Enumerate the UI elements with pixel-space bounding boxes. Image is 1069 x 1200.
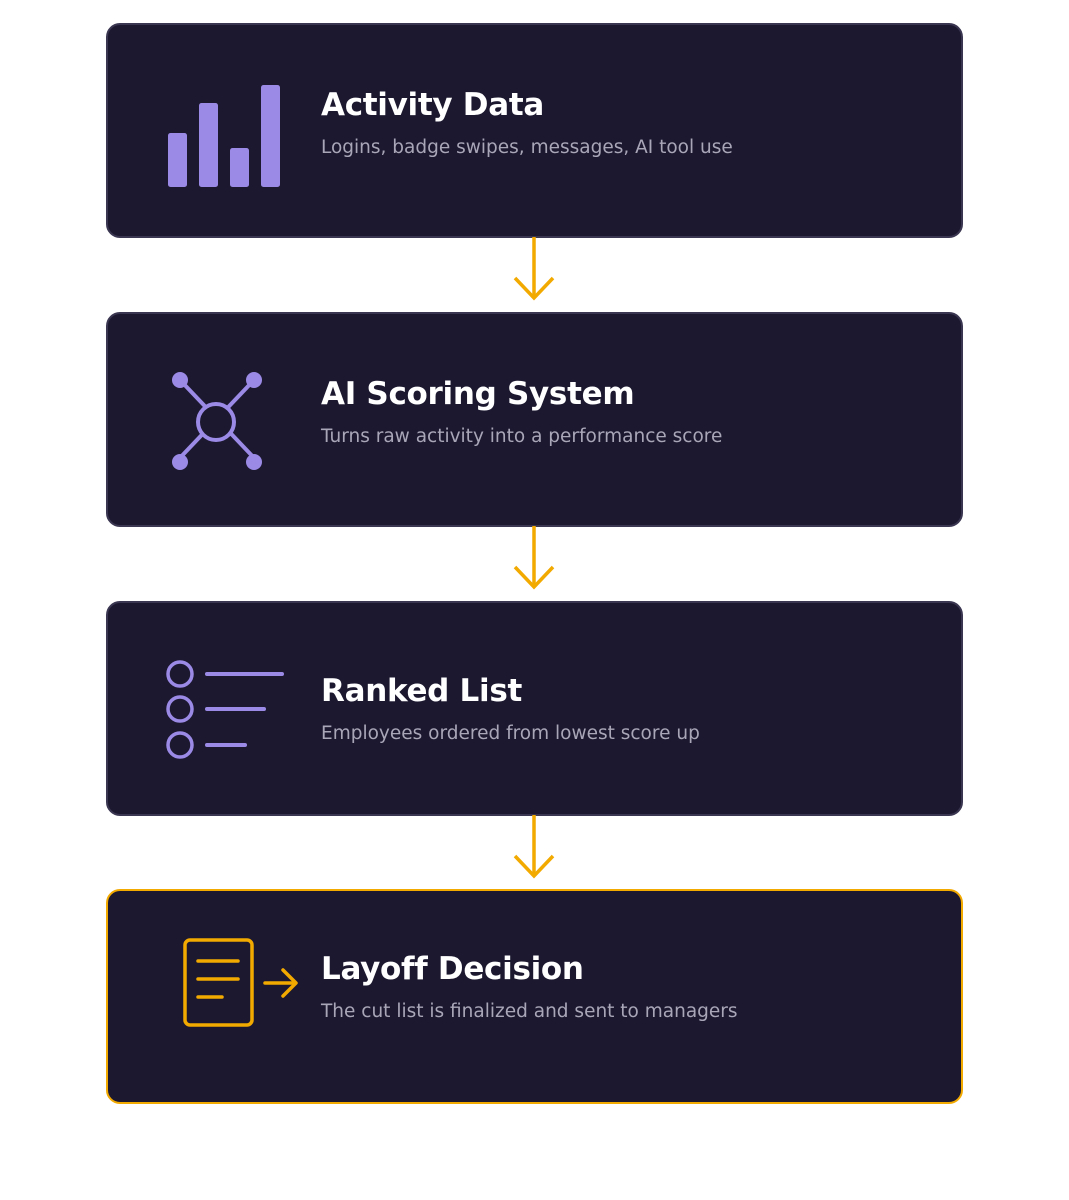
arrow-down-icon bbox=[513, 237, 555, 301]
ranked-list-icon bbox=[166, 660, 284, 759]
step-description: The cut list is finalized and sent to ma… bbox=[321, 1001, 738, 1022]
bar-chart-icon bbox=[168, 85, 280, 187]
step-title: Activity Data bbox=[321, 87, 544, 123]
step-description: Turns raw activity into a performance sc… bbox=[321, 426, 723, 447]
step-text: AI Scoring System Turns raw activity int… bbox=[321, 376, 722, 447]
network-node-icon bbox=[172, 372, 262, 470]
step-title: Layoff Decision bbox=[321, 951, 584, 987]
document-send-icon bbox=[183, 938, 298, 1027]
step-card-ai-scoring: AI Scoring System Turns raw activity int… bbox=[106, 312, 963, 527]
step-text: Activity Data Logins, badge swipes, mess… bbox=[321, 87, 733, 158]
step-card-layoff-decision: Layoff Decision The cut list is finalize… bbox=[106, 889, 963, 1104]
step-description: Employees ordered from lowest score up bbox=[321, 723, 700, 744]
step-card-ranked-list: Ranked List Employees ordered from lowes… bbox=[106, 601, 963, 816]
arrow-down-icon bbox=[513, 815, 555, 879]
step-card-activity-data: Activity Data Logins, badge swipes, mess… bbox=[106, 23, 963, 238]
step-text: Ranked List Employees ordered from lowes… bbox=[321, 673, 700, 744]
step-title: AI Scoring System bbox=[321, 376, 635, 412]
step-text: Layoff Decision The cut list is finalize… bbox=[321, 951, 738, 1022]
step-description: Logins, badge swipes, messages, AI tool … bbox=[321, 137, 733, 158]
arrow-down-icon bbox=[513, 526, 555, 590]
step-title: Ranked List bbox=[321, 673, 523, 709]
